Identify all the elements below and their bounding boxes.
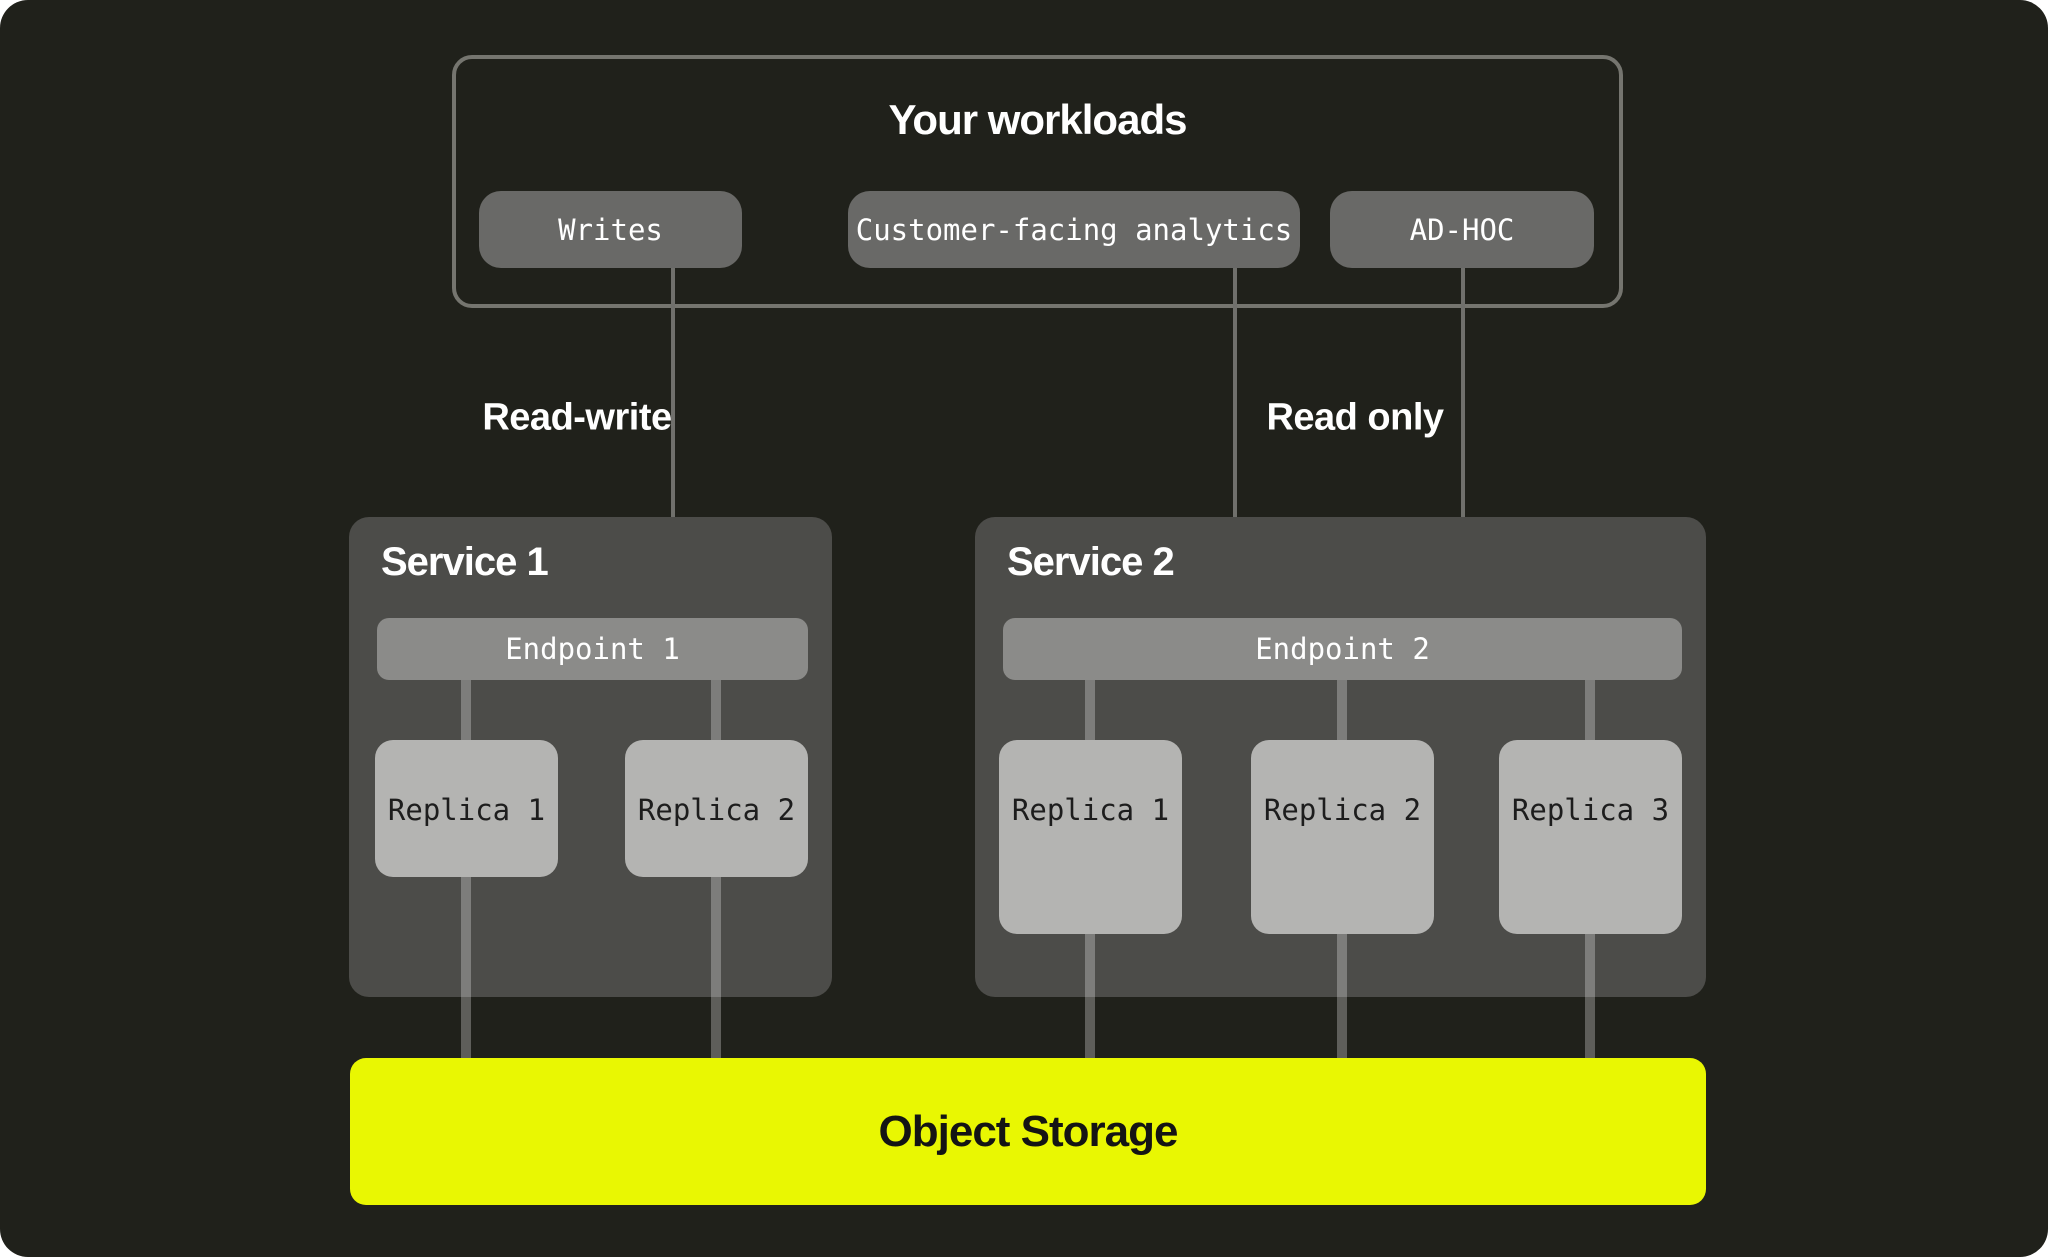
endpoint-1-bar: Endpoint 1 [377,618,808,680]
workload-chip-label: Customer-facing analytics [855,212,1293,247]
workload-chip-label: Writes [558,212,663,247]
service-2-replica-2: Replica 2 [1251,740,1434,934]
arrow-analytics-line [1233,268,1237,590]
replica-label: Replica 2 [1263,793,1422,827]
replica-label: Replica 2 [637,793,796,827]
arrow-writes-line [671,268,675,590]
service-1-replica-2: Replica 2 [625,740,808,877]
service-2-title: Service 2 [1007,540,1175,584]
workload-chip-analytics: Customer-facing analytics [848,191,1300,268]
workloads-title: Your workloads [888,96,1188,143]
object-storage-label: Object Storage [878,1106,1179,1156]
replica-label: Replica 1 [1011,793,1170,827]
service-2-replica-1: Replica 1 [999,740,1182,934]
replica-label: Replica 3 [1511,793,1670,827]
read-write-label: Read-write [482,396,672,439]
workload-chip-adhoc: AD-HOC [1330,191,1594,268]
read-only-label: Read only [1266,396,1444,439]
object-storage-bar: Object Storage [350,1058,1706,1205]
workload-chip-label: AD-HOC [1409,212,1515,247]
endpoint-label: Endpoint 1 [505,632,680,666]
replica-label: Replica 1 [387,793,546,827]
workload-chip-writes: Writes [479,191,742,268]
endpoint-label: Endpoint 2 [1255,632,1430,666]
service-2-replica-3: Replica 3 [1499,740,1682,934]
arrow-adhoc-line [1461,268,1465,590]
service-1-title: Service 1 [381,540,549,584]
endpoint-2-bar: Endpoint 2 [1003,618,1682,680]
service-1-replica-1: Replica 1 [375,740,558,877]
workloads-frame [452,55,1623,308]
